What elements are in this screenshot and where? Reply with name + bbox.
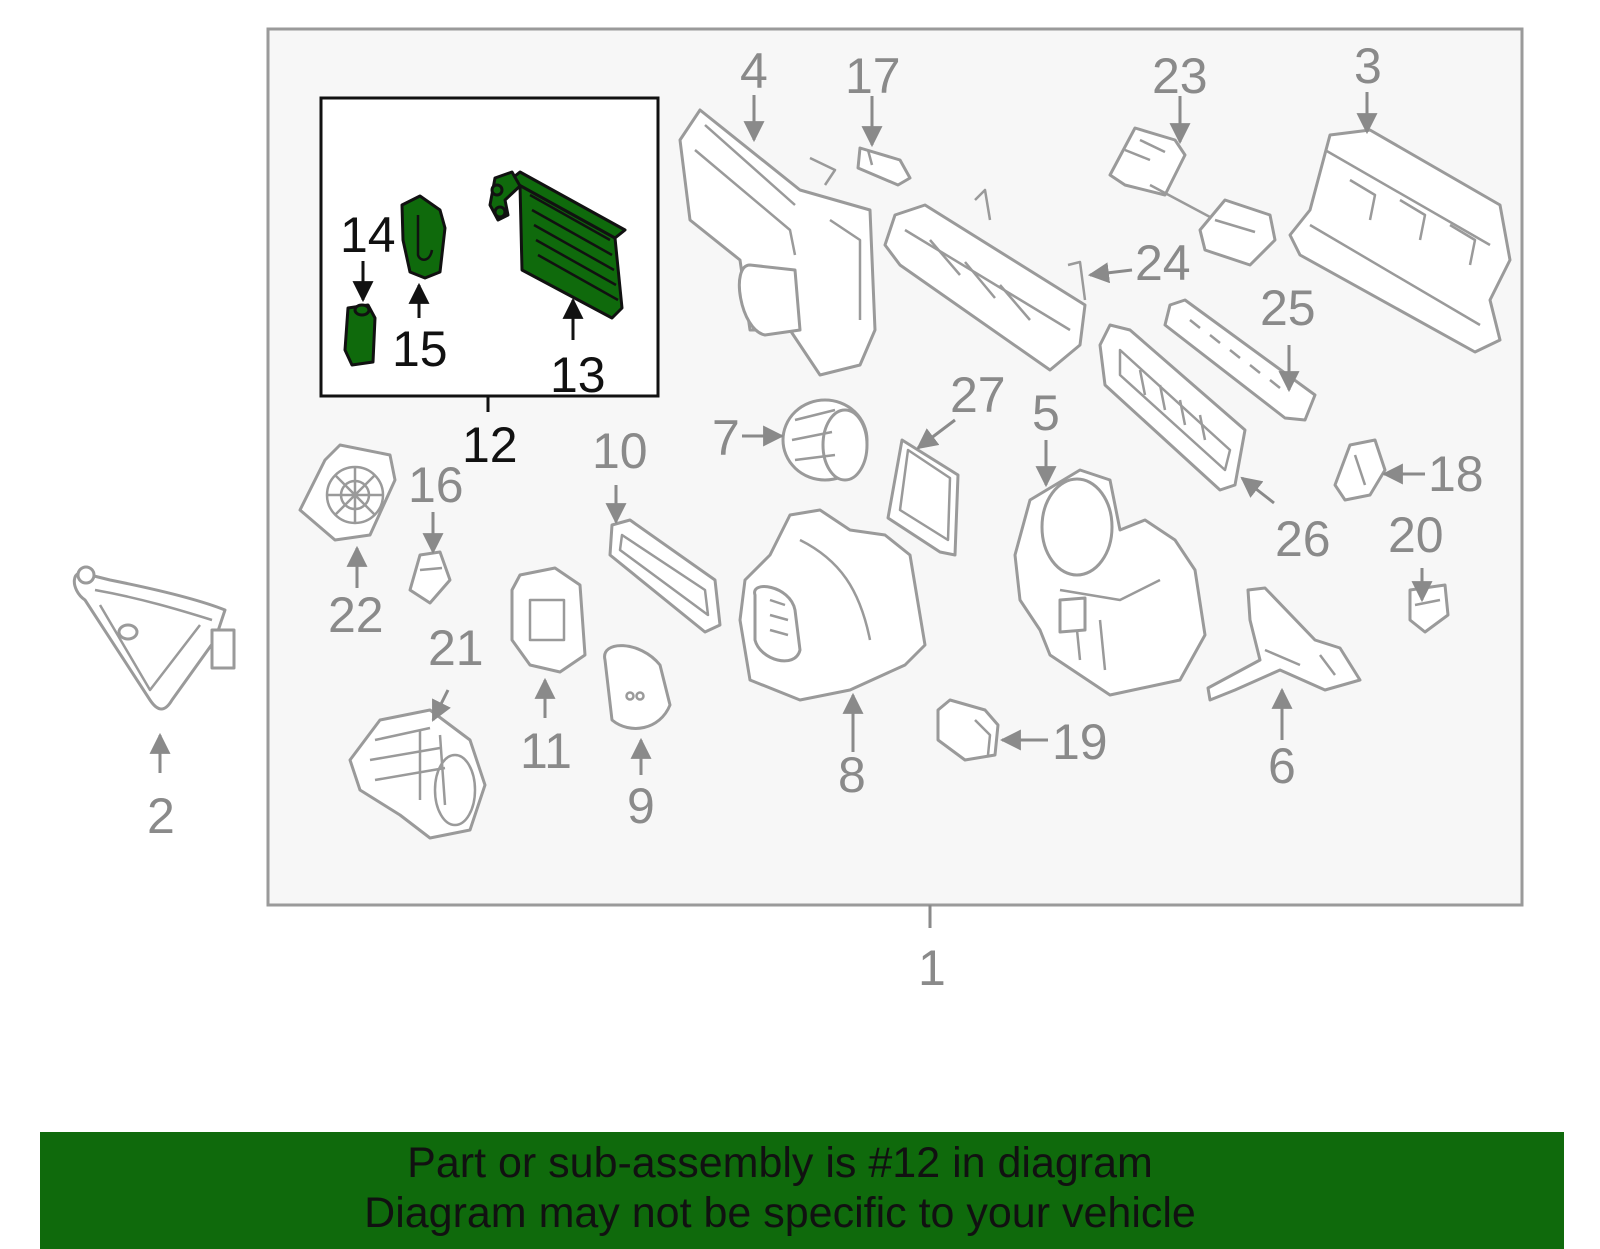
callout-12: 12 [462, 417, 518, 473]
info-banner: Part or sub-assembly is #12 in diagram D… [40, 1132, 1564, 1249]
callout-11: 11 [520, 723, 572, 779]
callout-19: 19 [1052, 714, 1108, 770]
part-21-blower-unit [348, 708, 487, 840]
callout-2: 2 [147, 788, 175, 844]
part-18-sensor [1333, 438, 1387, 502]
callout-3: 3 [1354, 38, 1382, 94]
part-10-seal-gasket [608, 518, 722, 634]
part-3-upper-case [1288, 128, 1512, 354]
callout-16: 16 [408, 457, 464, 513]
callout-4: 4 [740, 43, 768, 99]
part-17-clip [856, 146, 912, 187]
part-13-evaporator-core [488, 170, 627, 320]
part-6-outlet-duct [1206, 586, 1362, 702]
part-14-expansion-valve [343, 303, 377, 367]
part-9-round-cover [603, 644, 672, 730]
callout-25: 25 [1260, 280, 1316, 336]
part-11-duct-adapter [510, 566, 587, 674]
callout-24: 24 [1135, 235, 1191, 291]
part-16-connector [408, 550, 452, 605]
part-23-actuator [1108, 126, 1277, 267]
callout-26: 26 [1275, 511, 1331, 567]
callout-9: 9 [627, 778, 655, 834]
callout-6: 6 [1268, 738, 1296, 794]
callout-17: 17 [845, 48, 901, 104]
part-19-resistor [936, 698, 1000, 762]
callout-20: 20 [1388, 507, 1444, 563]
part-27-cabin-filter [886, 438, 960, 557]
callout-5: 5 [1032, 385, 1060, 441]
part-2-refrigerant-hose [72, 565, 236, 711]
callout-13: 13 [550, 347, 606, 403]
callout-18: 18 [1428, 446, 1484, 502]
callout-21: 21 [428, 620, 484, 676]
part-24-duct-frame [883, 188, 1087, 372]
callout-7: 7 [712, 410, 740, 466]
part-8-blower-housing [738, 508, 927, 702]
banner-line-1: Part or sub-assembly is #12 in diagram [407, 1139, 1153, 1187]
part-4-upper-housing [678, 108, 877, 377]
part-5-lower-case [1013, 468, 1207, 697]
callout-8: 8 [838, 747, 866, 803]
part-7-blower-motor [781, 398, 869, 482]
callout-23: 23 [1152, 48, 1208, 104]
banner-line-2: Diagram may not be specific to your vehi… [364, 1189, 1196, 1237]
callout-15: 15 [392, 321, 448, 377]
part-15-bracket [400, 194, 447, 280]
callout-10: 10 [592, 423, 648, 479]
callout-22: 22 [328, 587, 384, 643]
callout-27: 27 [950, 367, 1006, 423]
callout-1: 1 [918, 940, 946, 996]
part-22-grille-cover [298, 443, 397, 542]
callout-14: 14 [340, 207, 396, 263]
part-25-vent-grille [1163, 298, 1317, 422]
part-26-heater-core [1098, 323, 1247, 492]
